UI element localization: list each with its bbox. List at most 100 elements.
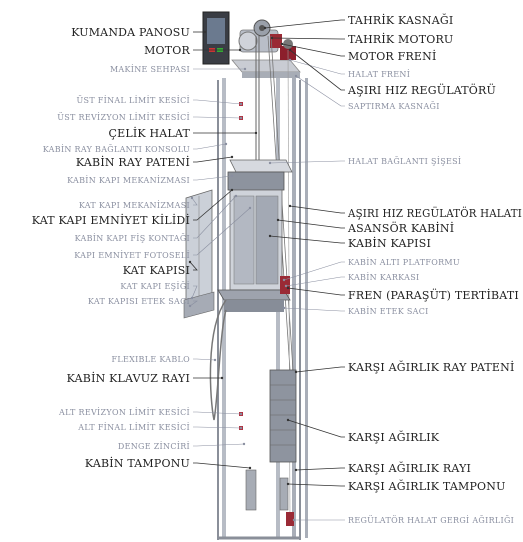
label-saptirma-kasnagi: SAPTIRMA KASNAĞI [348, 102, 440, 111]
label-alt-final-limit: ALT FİNAL LİMİT KESİCİ [77, 423, 190, 432]
leader-dot-kat-kapi-esigi [191, 297, 193, 299]
leader-dot-makine-sehpasi [244, 68, 246, 70]
leader-dot-karsi-agirlik-rayi [295, 469, 297, 471]
label-ust-revizyon-limit: ÜST REVİZYON LİMİT KESİCİ [57, 113, 190, 122]
leader-dot-flexible-kablo [214, 359, 216, 361]
label-ust-final-limit: ÜST FİNAL LİMİT KESİCİ [77, 96, 191, 105]
label-asiri-hiz-regulator-halati: AŞIRI HIZ REGÜLATÖR HALATI [347, 206, 522, 220]
leader-kabin-ray-baglanti [193, 144, 226, 149]
label-kat-kapisi-etek-saci: KAT KAPISI ETEK SACI [88, 297, 190, 306]
leader-dot-asiri-hiz-regulator-halati [289, 205, 291, 207]
leader-fren-tertibati [288, 288, 345, 295]
leader-karsi-agirlik-ray-pateni [296, 367, 345, 372]
label-halat-freni: HALAT FRENİ [348, 70, 410, 79]
label-denge-zinciri: DENGE ZİNCİRİ [118, 442, 190, 451]
leader-dot-kabin-alti-platformu [283, 279, 285, 281]
leader-dot-kabin-ray-baglanti [225, 143, 227, 145]
label-halat-baglanti-sisesi: HALAT BAĞLANTI ŞİŞESİ [348, 157, 461, 166]
label-asiri-hiz-regulatoru: AŞIRI HIZ REGÜLATÖRÜ [347, 83, 496, 97]
label-celik-halat: ÇELİK HALAT [108, 126, 190, 140]
leader-dot-asansor-kabini [277, 219, 279, 221]
leader-dot-kat-kapi-emniyet-kilidi [231, 189, 233, 191]
leader-dot-denge-zinciri [243, 443, 245, 445]
label-kumanda-panosu: KUMANDA PANOSU [71, 26, 190, 39]
leader-dot-ust-final-limit [240, 103, 242, 105]
control-panel [203, 12, 229, 64]
leader-dot-celik-halat [255, 132, 257, 134]
label-karsi-agirlik-tamponu: KARŞI AĞIRLIK TAMPONU [348, 479, 506, 493]
label-flexible-kablo: FLEXIBLE KABLO [111, 355, 190, 364]
leader-dot-alt-final-limit [240, 427, 242, 429]
leader-dot-kabin-ray-pateni [231, 156, 233, 158]
label-asansor-kabini: ASANSÖR KABİNİ [347, 221, 454, 235]
leader-dot-halat-freni [289, 59, 291, 61]
label-kapi-emniyet-fotoseli: KAPI EMNİYET FOTOSELİ [74, 251, 190, 260]
leader-dot-kat-kapisi [189, 261, 191, 263]
label-regulator-halat-gergi: REGÜLATÖR HALAT GERGİ AĞIRLIĞI [348, 516, 514, 525]
leader-dot-fren-tertibati [287, 287, 289, 289]
leader-kabin-kapi-mekanizmasi [193, 176, 232, 180]
leader-dot-tahrik-motoru [271, 37, 273, 39]
leader-dot-tahrik-kasnagi [264, 27, 266, 29]
leader-dot-motor [239, 49, 241, 51]
leader-dot-kumanda-panosu [204, 31, 206, 33]
leader-dot-regulator-halat-gergi [293, 519, 295, 521]
leader-dot-kabin-kapi-mekanizmasi [231, 175, 233, 177]
label-kabin-kapi-mekanizmasi: KABİN KAPI MEKANİZMASI [67, 176, 190, 185]
leader-dot-kat-kapi-mekanizmasi [191, 197, 193, 199]
label-kabin-etek-saci: KABİN ETEK SACI [348, 307, 429, 316]
label-makine-sehpasi: MAKİNE SEHPASI [110, 65, 190, 74]
label-kabin-kapi-fis-kontagi: KABİN KAPI FİŞ KONTAĞI [75, 234, 190, 243]
leader-dot-saptirma-kasnagi [295, 75, 297, 77]
label-kabin-ray-pateni: KABİN RAY PATENİ [76, 155, 190, 169]
label-kabin-tamponu: KABİN TAMPONU [85, 456, 190, 470]
leader-dot-ust-revizyon-limit [240, 117, 242, 119]
leader-saptirma-kasnagi [296, 76, 345, 106]
label-fren-tertibati: FREN (PARAŞÜT) TERTİBATI [348, 288, 519, 302]
leader-tahrik-motoru [272, 38, 345, 39]
governor-tension-weight [286, 512, 294, 526]
label-motor: MOTOR [144, 44, 190, 57]
leader-dot-asiri-hiz-regulatoru [289, 49, 291, 51]
leader-dot-karsi-agirlik-tamponu [287, 483, 289, 485]
leader-kabin-ray-pateni [193, 157, 232, 162]
leader-dot-kabin-etek-saci [283, 307, 285, 309]
leader-dot-kabin-klavuz-rayi [221, 377, 223, 379]
leader-karsi-agirlik-tamponu [288, 484, 345, 486]
leader-dot-kabin-kapisi [269, 235, 271, 237]
leader-dot-kapi-emniyet-fotoseli [249, 207, 251, 209]
label-motor-freni: MOTOR FRENİ [348, 49, 437, 63]
label-karsi-agirlik: KARŞI AĞIRLIK [348, 430, 440, 444]
label-kabin-kapisi: KABİN KAPISI [348, 236, 431, 250]
label-kabin-klavuz-rayi: KABİN KLAVUZ RAYI [67, 371, 190, 385]
leader-asiri-hiz-regulator-halati [290, 206, 345, 213]
leader-dot-alt-revizyon-limit [240, 413, 242, 415]
counterweight-buffer [280, 478, 288, 510]
leader-karsi-agirlik [288, 420, 345, 437]
label-kabin-alti-platformu: KABİN ALTI PLATFORMU [348, 258, 460, 267]
label-kat-kapisi: KAT KAPISI [123, 264, 190, 277]
label-kat-kapi-emniyet-kilidi: KAT KAPI EMNİYET KİLİDİ [32, 213, 190, 227]
leader-dot-motor-freni [281, 43, 283, 45]
label-karsi-agirlik-rayi: KARŞI AĞIRLIK RAYI [348, 461, 471, 475]
leader-flexible-kablo [193, 359, 215, 360]
label-tahrik-kasnagi: TAHRİK KASNAĞI [348, 13, 453, 27]
leader-dot-karsi-agirlik [287, 419, 289, 421]
label-karsi-agirlik-ray-pateni: KARŞI AĞIRLIK RAY PATENİ [348, 360, 515, 374]
label-tahrik-motoru: TAHRİK MOTORU [348, 32, 453, 46]
leader-karsi-agirlik-rayi [296, 468, 345, 470]
counterweight [270, 370, 296, 462]
cabin-buffer [246, 470, 256, 510]
leader-dot-kabin-karkasi [285, 285, 287, 287]
label-kat-kapi-mekanizmasi: KAT KAPI MEKANİZMASI [79, 201, 190, 210]
leader-dot-karsi-agirlik-ray-pateni [295, 371, 297, 373]
label-kabin-karkasi: KABİN KARKASI [348, 273, 419, 282]
cabin [218, 160, 292, 312]
leader-dot-kabin-kapi-fis-kontagi [235, 195, 237, 197]
label-alt-revizyon-limit: ALT REVİZYON LİMİT KESİCİ [58, 408, 190, 417]
leader-kabin-tamponu [193, 463, 250, 468]
leader-tahrik-kasnagi [265, 20, 345, 28]
label-kabin-ray-baglanti: KABİN RAY BAĞLANTI KONSOLU [43, 145, 190, 154]
leader-asansor-kabini [278, 220, 345, 228]
